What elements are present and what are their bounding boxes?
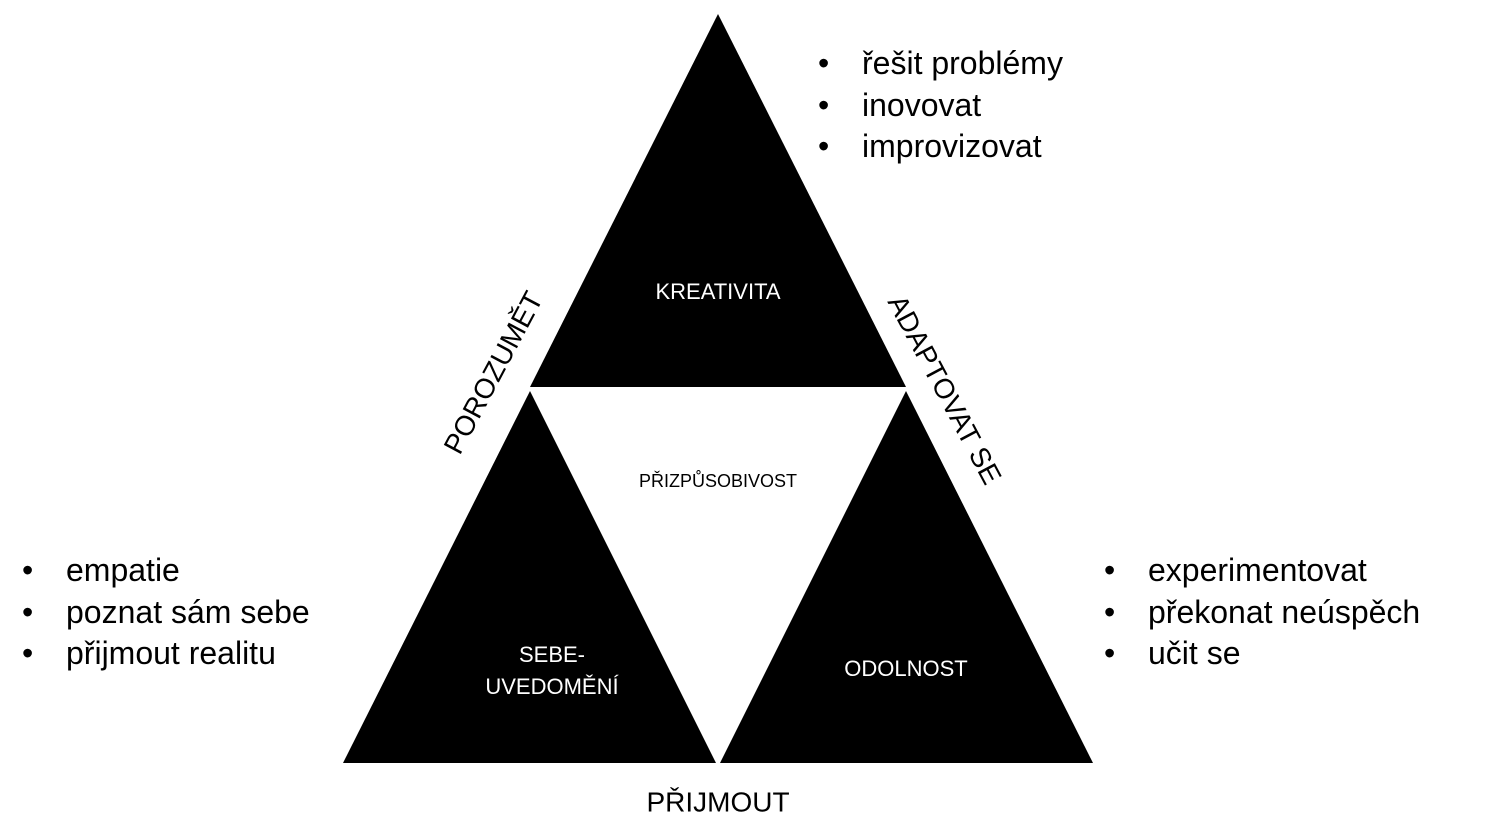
list-item: učit se — [1104, 633, 1420, 675]
triangle-bottom-left-sebeuvedomeni — [343, 391, 716, 763]
list-item: poznat sám sebe — [22, 592, 310, 634]
list-left: empatie poznat sám sebe přijmout realitu — [22, 550, 310, 675]
label-prizpusobivost: PŘIZPŮSOBIVOST — [638, 470, 798, 491]
list-item: překonat neúspěch — [1104, 592, 1420, 634]
list-item: empatie — [22, 550, 310, 592]
list-item: inovovat — [818, 85, 1063, 127]
list-top-right: řešit problémy inovovat improvizovat — [818, 43, 1063, 168]
list-item: řešit problémy — [818, 43, 1063, 85]
label-sebeuvedomeni-line2: UVEDOMĚNÍ — [485, 674, 619, 699]
triangle-top-kreativita — [530, 14, 906, 387]
triangle-bottom-right-odolnost — [720, 391, 1093, 763]
list-right: experimentovat překonat neúspěch učit se — [1104, 550, 1420, 675]
label-sebeuvedomeni-line1: SEBE- — [518, 642, 586, 668]
list-item: improvizovat — [818, 126, 1063, 168]
label-odolnost: ODOLNOST — [844, 656, 968, 682]
edge-label-prijmout: PŘIJMOUT — [646, 786, 790, 818]
label-kreativita: KREATIVITA — [655, 279, 781, 305]
list-item: přijmout realitu — [22, 633, 310, 675]
list-item: experimentovat — [1104, 550, 1420, 592]
label-sebeuvedomeni: SEBE- UVEDOMĚNÍ — [485, 639, 618, 703]
